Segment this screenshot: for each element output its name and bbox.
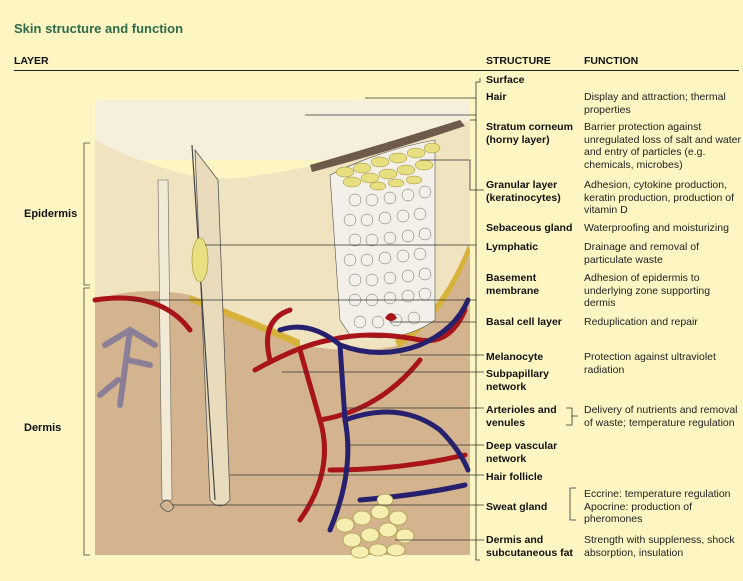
function-text-arterioles-venules: Delivery of nutrients and removal of was… <box>584 404 742 429</box>
structure-label-sweat-gland: Sweat gland <box>486 501 586 514</box>
page-title: Skin structure and function <box>14 21 183 36</box>
structure-label-basement-membrane: Basement membrane <box>486 272 556 297</box>
structure-label-arterioles-venules: Arterioles and venules <box>486 404 566 429</box>
keratinocyte-cell-column <box>330 140 440 338</box>
function-text-stratum-corneum: Barrier protection against unregulated l… <box>584 121 742 171</box>
function-text-lymphatic: Drainage and removal of particulate wast… <box>584 241 742 266</box>
structure-label-dermis-fat: Dermis and subcutaneous fat <box>486 534 578 559</box>
dermis-label: Dermis <box>24 422 61 434</box>
function-text-dermis-fat: Strength with suppleness, shock absorpti… <box>584 534 742 559</box>
structure-label-granular-layer: Granular layer (keratinocytes) <box>486 179 586 204</box>
header-divider <box>14 70 739 71</box>
structure-label-deep-vascular-network: Deep vascular network <box>486 440 566 465</box>
function-text-melanocyte: Protection against ultraviolet radiation <box>584 351 742 376</box>
epidermis-label: Epidermis <box>24 208 77 220</box>
function-column-header: FUNCTION <box>584 55 638 67</box>
structure-label-basal-cell-layer: Basal cell layer <box>486 316 586 329</box>
structure-column-header: STRUCTURE <box>486 55 551 67</box>
structure-label-melanocyte: Melanocyte <box>486 351 586 364</box>
layer-column-header: LAYER <box>14 55 49 67</box>
structure-label-sebaceous-gland: Sebaceous gland <box>486 222 586 235</box>
structure-label-hair-follicle: Hair follicle <box>486 471 586 484</box>
function-text-granular-layer: Adhesion, cytokine production, keratin p… <box>584 179 742 217</box>
structure-label-stratum-corneum: Stratum corneum (horny layer) <box>486 121 586 146</box>
function-text-sweat-gland: Eccrine: temperature regulation Apocrine… <box>584 488 742 526</box>
function-text-basal-cell-layer: Reduplication and repair <box>584 316 742 329</box>
structure-label-lymphatic: Lymphatic <box>486 241 586 254</box>
structure-label-subpapillary-network: Subpapillary network <box>486 368 566 393</box>
structure-label-surface: Surface <box>486 74 586 87</box>
layer-brackets <box>84 143 90 555</box>
function-text-basement-membrane: Adhesion of epidermis to underlying zone… <box>584 272 742 310</box>
function-text-hair: Display and attraction; thermal properti… <box>584 91 742 116</box>
structure-label-hair: Hair <box>486 91 586 104</box>
function-text-sebaceous-gland: Waterproofing and moisturizing <box>584 222 742 235</box>
